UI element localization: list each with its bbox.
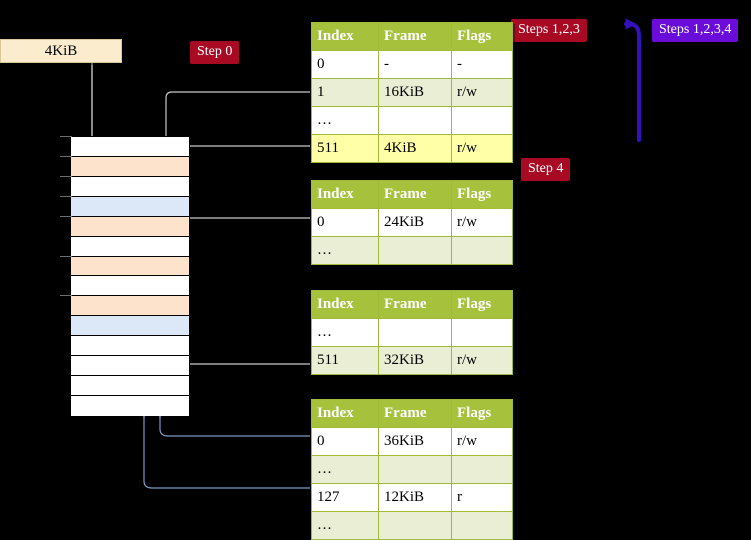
cell-flags: r/w [451,346,513,375]
cell-index: 511 [311,134,379,163]
memory-row-tick [60,255,72,257]
table-row: … [311,318,513,347]
cell-flags [451,511,513,540]
cell-index: 0 [311,50,379,79]
cell-flags: r [451,483,513,512]
diagram-canvas: 4KiB Step 0 Steps 1,2,3 Steps 1,2,3,4 St… [0,18,739,540]
wire-t3-bracket [177,326,310,365]
memory-frame-row [71,156,189,177]
cell-index: … [311,318,379,347]
memory-frame-row [71,236,189,257]
memory-row-tick [60,136,72,137]
cell-flags: r/w [451,427,513,456]
cell-frame: 32KiB [378,346,452,375]
cell-frame: 4KiB [378,134,452,163]
cell-index: … [311,511,379,540]
memory-frame-row [71,396,189,416]
cell-index: 511 [311,346,379,375]
purple-return-arrow [624,18,641,142]
cell-frame [378,455,452,484]
cell-frame [378,511,452,540]
cell-flags [451,236,513,265]
column-header-flags: Flags [451,399,513,428]
memory-row-tick [60,175,72,177]
cell-frame: 36KiB [378,427,452,456]
badge-step-0: Step 0 [190,41,240,64]
memory-grid [70,136,190,416]
memory-frame-row [71,137,189,157]
memory-row-tick [60,295,72,297]
table-row: … [311,455,513,484]
column-header-index: Index [311,290,379,319]
column-header-frame: Frame [378,399,452,428]
table-row: … [311,236,513,265]
table-row: … [311,106,513,135]
table-row: … [311,511,513,540]
cell-index: 1 [311,78,379,107]
cell-index: 0 [311,427,379,456]
cell-index: … [311,106,379,135]
memory-frame-row [71,176,189,197]
cell-flags [451,318,513,347]
cell-flags: r/w [451,208,513,237]
memory-row-tick [60,215,72,217]
badge-steps-1234: Steps 1,2,3,4 [652,19,739,42]
column-header-index: Index [311,180,379,209]
memory-row-tick [60,195,72,197]
memory-row-tick [60,155,72,157]
memory-frame-row [71,356,189,377]
cell-frame: 12KiB [378,483,452,512]
column-header-index: Index [311,22,379,51]
cell-frame: - [378,50,452,79]
memory-frame-row [71,256,189,277]
cell-flags [451,455,513,484]
memory-frame-row [71,316,189,337]
column-header-frame: Frame [378,22,452,51]
column-header-flags: Flags [451,22,513,51]
cell-flags: - [451,50,513,79]
badge-step-4: Step 4 [521,158,571,181]
memory-frame-row [71,376,189,397]
cell-flags [451,106,513,135]
memory-frame-row [71,196,189,217]
badge-steps-123: Steps 1,2,3 [511,19,587,42]
column-header-frame: Frame [378,180,452,209]
cell-flags: r/w [451,134,513,163]
column-header-frame: Frame [378,290,452,319]
cell-frame [378,106,452,135]
cell-frame: 16KiB [378,78,452,107]
cell-frame: 24KiB [378,208,452,237]
column-header-flags: Flags [451,180,513,209]
cell-frame [378,318,452,347]
cell-index: … [311,455,379,484]
column-header-index: Index [311,399,379,428]
memory-frame-row [71,336,189,357]
wire-t4-row127-bracket [143,416,310,489]
memory-frame-row [71,296,189,317]
table-row: 0-- [311,50,513,79]
memory-frame-row [71,276,189,297]
wire-t1-bracket-b [177,145,310,154]
cell-index: 0 [311,208,379,237]
cell-index: 127 [311,483,379,512]
cell-flags: r/w [451,78,513,107]
column-header-flags: Flags [451,290,513,319]
cell-frame [378,236,452,265]
wire-t4-row0-bracket [159,416,310,437]
size-box-4kib: 4KiB [0,39,122,63]
memory-frame-row [71,216,189,237]
cell-index: … [311,236,379,265]
wire-t2-bracket [177,217,310,262]
